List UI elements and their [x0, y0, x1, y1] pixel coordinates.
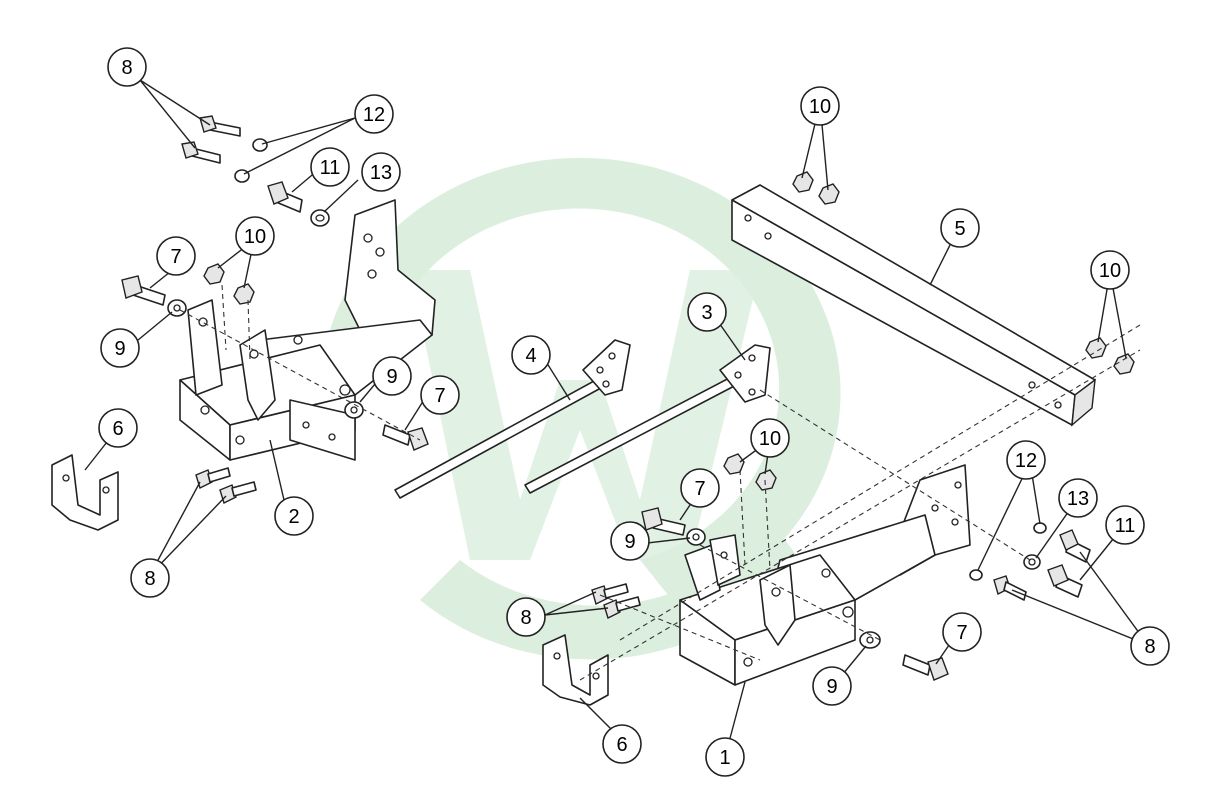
callout-6: 6 — [98, 408, 138, 448]
callout-9: 9 — [610, 521, 650, 561]
svg-text:13: 13 — [370, 162, 392, 184]
svg-text:10: 10 — [809, 96, 831, 118]
callout-4: 4 — [511, 335, 551, 375]
callout-9: 9 — [372, 356, 412, 396]
callout-8: 8 — [506, 597, 546, 637]
part-5-crossbar — [731, 184, 1096, 427]
left-alignment-lines — [179, 284, 421, 441]
svg-text:10: 10 — [759, 428, 781, 450]
part-6-right-clip — [542, 634, 609, 706]
svg-text:7: 7 — [694, 478, 705, 500]
callout-7: 7 — [420, 375, 460, 415]
part-1-right-mount-bracket — [679, 464, 971, 686]
svg-text:11: 11 — [1115, 515, 1136, 537]
svg-text:7: 7 — [956, 622, 967, 644]
callout-3: 3 — [687, 292, 727, 332]
svg-text:6: 6 — [616, 734, 627, 756]
callout-7: 7 — [680, 468, 720, 508]
svg-text:8: 8 — [520, 607, 531, 629]
svg-text:8: 8 — [1144, 636, 1155, 658]
right-alignment-lines — [579, 324, 1141, 681]
svg-text:9: 9 — [624, 531, 635, 553]
callout-2: 2 — [274, 496, 314, 536]
callout-11: 11 — [310, 147, 350, 187]
part-2-left-mount-bracket — [179, 199, 436, 461]
svg-text:4: 4 — [525, 345, 536, 367]
svg-text:12: 12 — [363, 104, 385, 126]
part-6-left-clip — [51, 454, 119, 531]
svg-text:11: 11 — [320, 157, 341, 179]
callout-5: 5 — [940, 208, 980, 248]
callout-1: 1 — [705, 737, 745, 777]
svg-text:2: 2 — [288, 506, 299, 528]
callout-10: 10 — [750, 418, 790, 458]
callout-12: 12 — [1006, 440, 1046, 480]
callout-13: 13 — [1058, 478, 1098, 518]
part-3-bar — [524, 344, 771, 494]
callout-10: 10 — [1090, 250, 1130, 290]
callout-7: 7 — [942, 612, 982, 652]
svg-text:6: 6 — [112, 418, 123, 440]
callout-8: 8 — [130, 558, 170, 598]
svg-text:3: 3 — [701, 302, 712, 324]
callout-6: 6 — [602, 724, 642, 764]
svg-text:8: 8 — [121, 57, 132, 79]
svg-text:9: 9 — [826, 676, 837, 698]
svg-text:7: 7 — [434, 385, 445, 407]
callout-balloons: 8 12 11 13 10 7 9 9 7 6 2 8 4 3 10 5 10 … — [98, 47, 1170, 777]
callout-11: 11 — [1105, 505, 1145, 545]
callout-12: 12 — [354, 94, 394, 134]
svg-text:8: 8 — [144, 568, 155, 590]
callout-10: 10 — [235, 216, 275, 256]
callout-10: 10 — [800, 86, 840, 126]
callout-9: 9 — [100, 328, 140, 368]
svg-text:1: 1 — [719, 747, 730, 769]
svg-text:9: 9 — [114, 338, 125, 360]
callout-9: 9 — [812, 666, 852, 706]
svg-text:13: 13 — [1067, 488, 1089, 510]
svg-text:5: 5 — [954, 218, 965, 240]
svg-text:10: 10 — [1099, 260, 1121, 282]
svg-text:7: 7 — [170, 246, 181, 268]
callout-8: 8 — [107, 47, 147, 87]
svg-text:10: 10 — [244, 226, 266, 248]
part-4-bar — [394, 339, 631, 499]
svg-text:12: 12 — [1015, 450, 1037, 472]
top-right-nuts — [792, 171, 1135, 375]
callout-13: 13 — [361, 152, 401, 192]
callout-7: 7 — [156, 236, 196, 276]
callout-8: 8 — [1130, 626, 1170, 666]
svg-text:9: 9 — [386, 366, 397, 388]
